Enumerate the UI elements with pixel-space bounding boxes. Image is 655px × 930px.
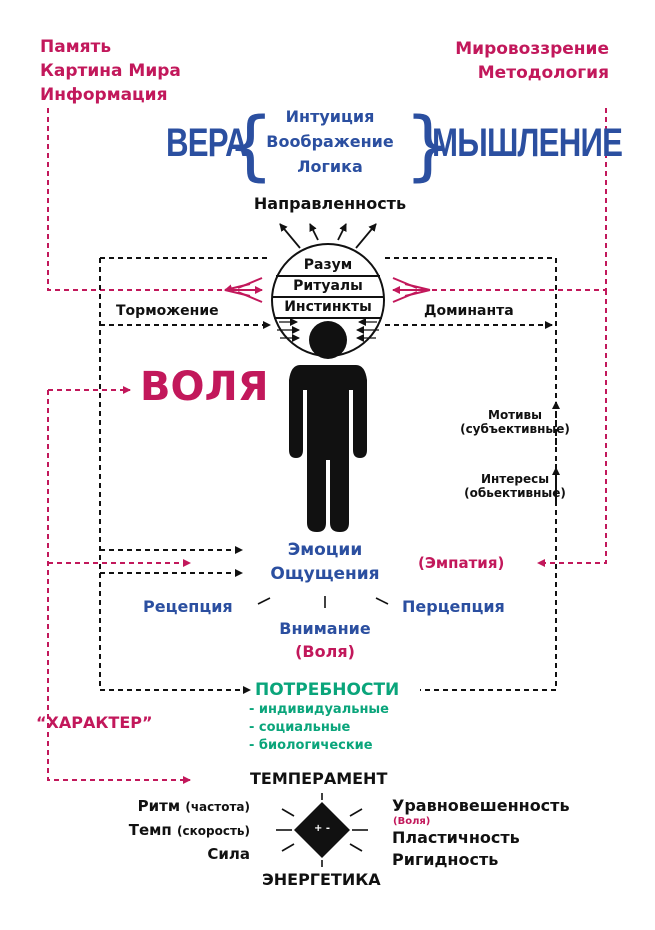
vnimanie-volya-label: (Воля) xyxy=(295,642,355,661)
left-brace-icon: { xyxy=(226,100,275,189)
napravlennost-label: Направленность xyxy=(253,194,407,213)
percepciya-label: Перцепция xyxy=(402,597,505,616)
perception-ticks xyxy=(257,596,389,608)
worldview-label: Мировоззрение xyxy=(455,39,609,59)
diamond-plus-minus: + - xyxy=(313,823,330,834)
head-inner-arrows xyxy=(277,318,379,342)
black-dashed-frame xyxy=(99,257,560,694)
methodology-label: Методология xyxy=(477,63,609,83)
interesy-label: Интересы xyxy=(480,472,550,486)
potrebnosti-biological: - биологические xyxy=(249,738,373,753)
empatiya-label: (Эмпатия) xyxy=(418,554,505,572)
energy-diamond xyxy=(276,793,368,867)
temp-trait: Темп (скорость) xyxy=(128,821,250,839)
rigidnost-trait: Ригидность xyxy=(392,850,499,869)
ritm-trait: Ритм (частота) xyxy=(137,797,250,815)
volya-title: ВОЛЯ xyxy=(140,364,269,410)
temperament-title: ТЕМПЕРАМЕНТ xyxy=(250,769,388,788)
oshchushcheniya-label: Ощущения xyxy=(270,564,380,584)
dominanta-label: Доминанта xyxy=(424,303,514,319)
right-brace-icon: } xyxy=(404,100,453,189)
uravnoveshennost-volya-sub: (Воля) xyxy=(393,816,431,827)
logic-label: Логика xyxy=(297,157,363,176)
sila-trait: Сила xyxy=(207,845,250,863)
diamond-shape xyxy=(294,802,350,858)
razum-label: Разум xyxy=(303,257,353,273)
intuition-label: Интуиция xyxy=(285,107,375,126)
imagination-label: Воображение xyxy=(266,132,394,151)
potrebnosti-social: - социальные xyxy=(249,720,351,735)
magenta-connector-right xyxy=(430,108,607,567)
human-figure-icon xyxy=(289,321,367,532)
direction-arrows xyxy=(279,223,377,249)
vera-title: ВЕРА xyxy=(166,121,248,165)
recepciya-label: Рецепция xyxy=(143,597,233,616)
information-label: Информация xyxy=(40,85,168,105)
ritualy-label: Ритуалы xyxy=(293,278,363,294)
tormozhenie-label: Торможение xyxy=(116,303,219,319)
energetika-title: ЭНЕРГЕТИКА xyxy=(262,870,381,889)
vnimanie-label: Внимание xyxy=(279,619,371,638)
world-picture-label: Картина Мира xyxy=(40,61,181,81)
myshlenie-title: МЫШЛЕНИЕ xyxy=(432,121,623,165)
motivy-label: Мотивы xyxy=(488,408,542,422)
head-magenta-arrows xyxy=(224,277,431,303)
emocii-label: Эмоции xyxy=(287,540,363,560)
plastichnost-trait: Пластичность xyxy=(392,828,520,847)
potrebnosti-title: ПОТРЕБНОСТИ xyxy=(255,680,400,700)
harakter-label: “ХАРАКТЕР” xyxy=(36,713,153,732)
instinkty-label: Инстинкты xyxy=(284,299,372,315)
magenta-connector-left xyxy=(47,108,225,784)
motivy-sub-label: (субъективные) xyxy=(460,422,570,436)
memory-label: Память xyxy=(40,37,112,57)
potrebnosti-individual: - индивидуальные xyxy=(249,702,389,717)
uravnoveshennost-trait: Уравновешенность xyxy=(392,796,570,815)
interesy-sub-label: (обьективные) xyxy=(464,486,566,500)
